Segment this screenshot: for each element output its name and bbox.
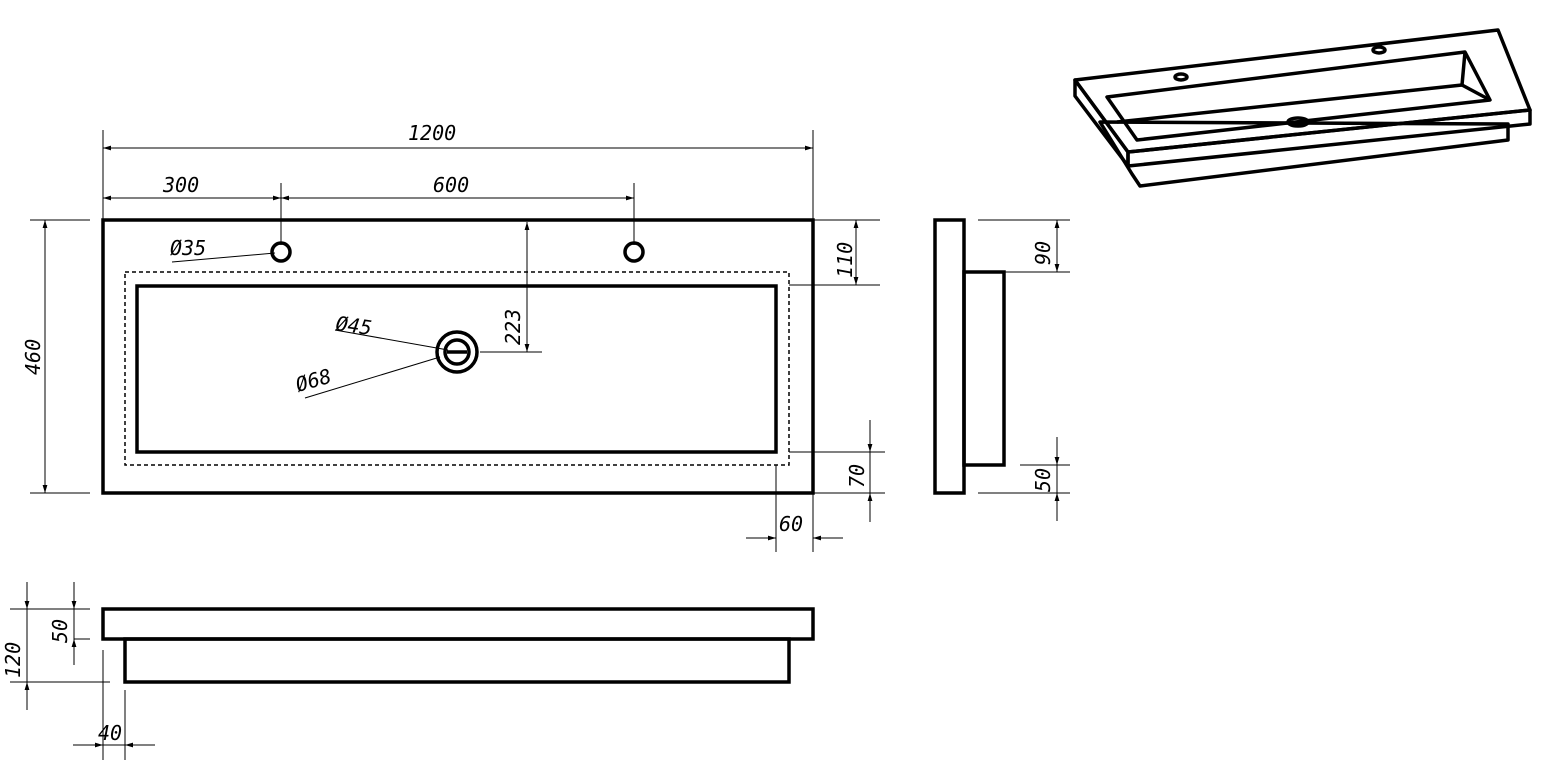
drain-inner	[443, 338, 471, 366]
drain-outer	[435, 330, 479, 374]
dim-drain-outer: Ø68	[293, 364, 334, 397]
tap-hole-left	[270, 241, 292, 263]
dim-side-bottom-offset: 50	[1031, 468, 1055, 492]
front-view: 120 50 40	[1, 582, 815, 760]
top-view: 1200 300 600 460 Ø35 Ø45 Ø68 223 110	[21, 121, 885, 552]
dim-front-side-offset: 40	[98, 721, 122, 745]
dim-rim-front: 70	[845, 464, 869, 488]
tap-hole-right	[623, 241, 645, 263]
dim-drain-inner: Ø45	[334, 311, 373, 340]
dim-rim-side: 60	[779, 512, 803, 536]
dim-rim-back: 110	[833, 242, 857, 278]
dim-front-top-thickness: 50	[48, 619, 72, 643]
dim-side-top-thickness: 90	[1031, 241, 1055, 265]
dim-front-total-height: 120	[1, 642, 25, 678]
underside-outline	[124, 271, 790, 466]
dim-tap-spacing: 600	[433, 173, 469, 197]
dim-tap-diameter: Ø35	[170, 236, 206, 260]
dim-overall-width: 1200	[408, 121, 456, 145]
isometric-view	[1073, 28, 1532, 188]
dim-depth: 460	[21, 339, 45, 375]
basin-outline	[135, 284, 778, 454]
sink-outline	[101, 218, 815, 495]
dim-tap-offset: 300	[162, 173, 199, 197]
side-view: 90 50	[933, 218, 1070, 521]
dim-drain-from-back: 223	[501, 309, 525, 345]
